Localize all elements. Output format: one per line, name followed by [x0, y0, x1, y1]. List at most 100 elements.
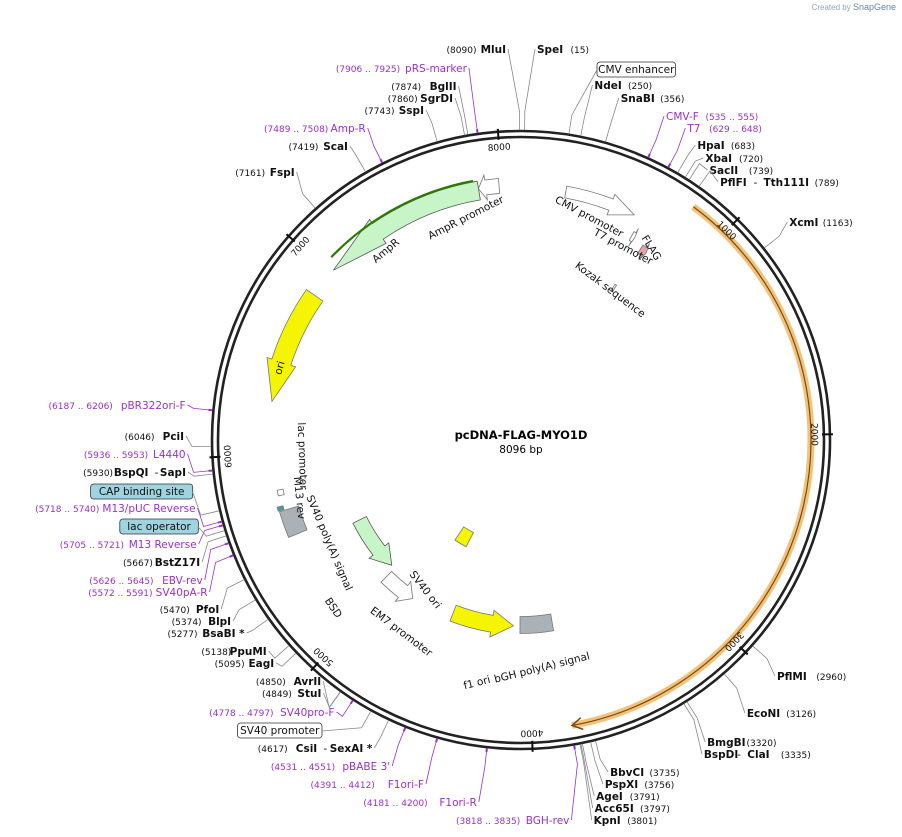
enzyme-name-secondary: Tth111I [764, 177, 809, 189]
enzyme-site-bmgbi: BmgBI(3320) [686, 701, 777, 749]
enzyme-site-mlui-leader [507, 48, 520, 131]
enzyme-name: NdeI [594, 80, 621, 92]
enzyme-site-pcii: PciI(6046) [125, 431, 212, 448]
primer-site-ebv-rev-site-mark [224, 542, 229, 546]
feature-sv40-ori [454, 526, 474, 548]
enzyme-name: BspQI [114, 467, 149, 479]
enzyme-position: (356) [660, 95, 684, 105]
primer-range: (4531 .. 4551) [271, 763, 335, 773]
feature-sv40-poly-a-signal [278, 505, 308, 539]
feature-label-sv40-ori: SV40 ori [407, 569, 444, 611]
feature-label-lac-promoter: lac promoter [295, 422, 309, 490]
primer-site-bgh-rev-leader [571, 745, 578, 821]
enzyme-name: BsaBI * [202, 628, 245, 640]
tick-mark [731, 216, 741, 226]
tick-label: 2000 [808, 423, 818, 446]
enzyme-position: (7743) [365, 107, 395, 117]
enzyme-name: BmgBI [707, 737, 745, 749]
enzyme-site-pfoi-leader [220, 579, 245, 610]
enzyme-name: PciI [163, 431, 184, 443]
enzyme-position: (15) [571, 46, 589, 56]
primer-name: Amp-R [331, 123, 366, 135]
feature-label-f1-ori: f1 ori [462, 674, 491, 692]
feature-myo1d-insert-line [573, 206, 812, 726]
boxed-label-cap-binding-site-leader [192, 491, 220, 516]
labels-layer: MluI(8090)SpeI(15)NdeI(250)SnaBI(356)Hpa… [35, 44, 853, 827]
enzyme-name: Acc65I [595, 803, 634, 815]
enzyme-name: MluI [481, 44, 506, 56]
feature-label-bsd: BSD [322, 596, 344, 621]
primer-site-pbabe-3: pBABE 3' (4531 .. 4551) [271, 727, 407, 773]
enzyme-name: PflMI [777, 671, 807, 683]
enzyme-site-ppumi: PpuMI(5138) [201, 645, 290, 659]
primer-site-t7-site-mark [667, 163, 672, 168]
enzyme-position: (5470) [160, 606, 190, 616]
boxed-label-cap-binding-site-text: CAP binding site [99, 486, 185, 498]
enzyme-position: (7161) [235, 169, 265, 179]
enzyme-position: (5138) [201, 648, 231, 658]
primer-site-pbr322ori-f: pBR322ori-F(6187 .. 6206) [49, 400, 213, 412]
enzyme-position: (3320) [747, 739, 777, 749]
enzyme-position: (5277) [168, 630, 198, 640]
enzyme-site-bstz17i-leader [201, 535, 227, 563]
feature-label-bgh-poly-a-signal: bGH poly(A) signal [493, 650, 591, 685]
enzyme-site-csii-leader [374, 720, 389, 749]
primer-name: pBABE 3' [342, 761, 390, 773]
enzyme-site-pflmi: PflMI(2960) [752, 645, 846, 683]
enzyme-name: BglII [430, 81, 457, 93]
feature-label-m13-rev: M13 rev [291, 476, 307, 520]
primer-name: L4440 [153, 449, 186, 461]
primer-range: (629 .. 648) [709, 125, 762, 135]
enzyme-name: SgrDI [420, 93, 453, 105]
plasmid-name: pcDNA-FLAG-MYO1D [455, 428, 588, 442]
primer-name: pRS-marker [405, 63, 468, 75]
primer-site-f1ori-f-leader [425, 738, 438, 785]
enzyme-position: (8090) [447, 46, 477, 56]
enzyme-site-eagi: EagI(5095) [215, 652, 297, 670]
primer-site-ebv-rev-leader [204, 542, 229, 581]
primer-site-sv40pro-f-leader [336, 700, 354, 717]
feature-f1-ori [449, 604, 515, 638]
enzyme-site-agei-leader [582, 743, 595, 797]
feature-bsd [352, 515, 393, 566]
enzyme-position: (3791) [630, 793, 660, 803]
enzyme-name: HpaI [697, 140, 724, 152]
primer-site-pbabe-3-site-mark [402, 727, 407, 732]
primer-site-sv40pro-f: SV40pro-F(4778 .. 4797) [209, 699, 354, 719]
enzyme-name: PfoI [196, 604, 219, 616]
primer-site-ebv-rev: EBV-rev(5626 .. 5645) [89, 542, 229, 587]
primer-name: M13 Reverse [129, 539, 197, 551]
boxed-label-cmv-enhancer-box [596, 61, 676, 78]
primer-site-sv40pro-f-site-mark [349, 699, 354, 705]
primer-range: (7489 .. 7508) [264, 125, 328, 135]
enzyme-name-secondary: SapI [160, 467, 186, 479]
primer-site-m13-reverse: M13 Reverse(5705 .. 5721) [60, 524, 224, 551]
primer-site-bgh-rev: BGH-rev(3818 .. 3835) [456, 745, 578, 827]
primer-site-prs-marker-leader [468, 67, 478, 134]
enzyme-site-kpni-leader [579, 744, 593, 821]
enzyme-separator: - [323, 743, 327, 755]
boxed-label-sv40-promoter-leader [321, 710, 372, 732]
enzyme-position: (3126) [786, 710, 816, 720]
plasmid-size: 8096 bp [499, 444, 543, 456]
enzyme-position: (7860) [388, 95, 418, 105]
enzyme-position: (5667) [123, 559, 153, 569]
enzyme-site-sspi-leader [425, 109, 438, 142]
primer-range: (5936 .. 5953) [84, 451, 148, 461]
enzyme-site-csii: SexAI *-CsiI(4617) [258, 720, 389, 755]
tick-mark [310, 661, 320, 672]
boxed-label-lac-operator: lac operator [119, 518, 225, 537]
primer-name: F1ori-R [439, 797, 476, 809]
enzyme-site-spei-leader [524, 48, 536, 131]
primer-name: F1ori-F [388, 779, 424, 791]
enzyme-name-secondary: ClaI [747, 749, 769, 761]
snapgene-watermark: Created by SnapGene [811, 2, 896, 12]
enzyme-position: (250) [628, 82, 652, 92]
primer-range: (5572 .. 5591) [88, 589, 152, 599]
enzyme-name: SacII [710, 165, 739, 177]
feature-flag [637, 243, 650, 261]
feature-ampr-promoter [477, 173, 501, 202]
feature-em7-promoter [380, 570, 414, 602]
primer-name: pBR322ori-F [121, 400, 186, 412]
enzyme-name: BlpI [208, 616, 231, 628]
